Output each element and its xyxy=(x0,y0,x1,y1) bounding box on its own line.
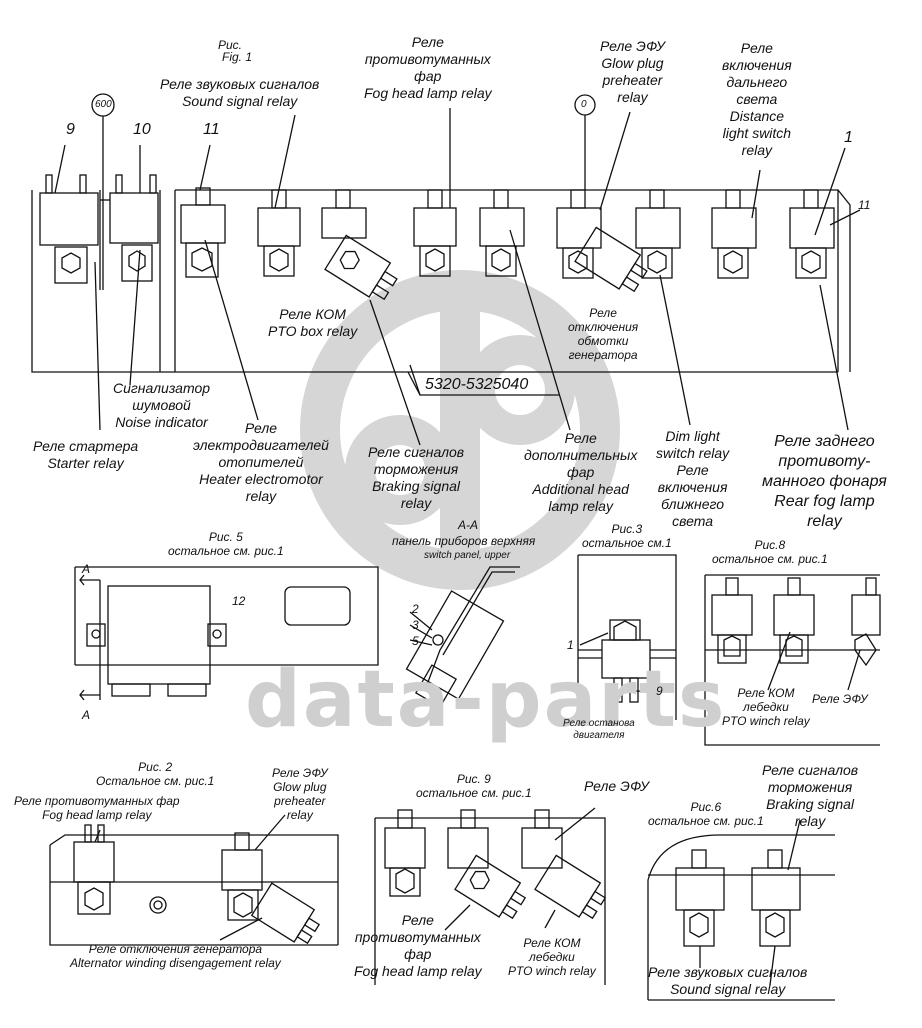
fig5-title: Рис. 5 остальное см. рис.1 xyxy=(168,530,284,558)
num-10: 10 xyxy=(133,121,151,138)
section-aa-title: А-А xyxy=(458,518,479,532)
label-noise-indicator: Сигнализатор шумовой Noise indicator xyxy=(113,380,211,430)
fig6-drawing xyxy=(647,819,835,1001)
relay-10 xyxy=(100,174,159,282)
fig9-pto-winch: Реле КОМ лебедки PTO winch relay xyxy=(508,936,596,978)
fig8-pto-winch: Реле КОМ лебедки PTO winch relay xyxy=(722,686,810,728)
label-generator-winding: Реле отключения обмотки генератора xyxy=(568,306,639,362)
section-aa-drawing xyxy=(405,566,520,708)
watermark-logo xyxy=(300,270,620,590)
section-aa-num-2: 2 xyxy=(412,602,419,616)
fig3-drawing xyxy=(577,554,677,720)
fig9-title: Рис. 9 остальное см. рис.1 xyxy=(416,772,532,800)
label-glow-plug-relay: Реле ЭФУ Glow plug preheater relay xyxy=(600,38,665,105)
num-9: 9 xyxy=(66,121,75,138)
fig3-engine-stop: Реле останова двигателя xyxy=(563,718,635,741)
fig6-braking: Реле сигналов торможения Braking signal … xyxy=(762,762,859,829)
part-number-frame xyxy=(407,364,560,396)
fig2-fog-relay: Реле противотуманных фар Fog head lamp r… xyxy=(14,794,180,822)
fig6-sound: Реле звуковых сигналов Sound signal rela… xyxy=(648,964,808,997)
fig5-section-a: A xyxy=(82,562,91,576)
num-11b: 11 xyxy=(858,198,871,212)
label-additional-head-lamp: Реле дополнительных фар Additional head … xyxy=(524,430,638,514)
fig1-label: Рис. xyxy=(218,38,243,52)
fig3-title: Рис.3 остальное см.1 xyxy=(582,522,672,550)
fig5-num-12: 12 xyxy=(232,594,246,608)
fig8-title: Рис.8 остальное см. рис.1 xyxy=(712,538,828,566)
section-aa-num-5: 5 xyxy=(412,634,419,648)
fig2-title: Рис. 2 Остальное см. рис.1 xyxy=(96,760,215,788)
section-aa-num-3: 3 xyxy=(412,618,419,632)
label-sound-signal-relay: Реле звуковых сигналов Sound signal rela… xyxy=(160,76,320,109)
label-starter-relay: Реле стартера Starter relay xyxy=(33,438,139,471)
label-fog-head-lamp-relay: Реле противотуманных фар Fog head lamp r… xyxy=(364,34,492,101)
fig2-drawing xyxy=(49,814,339,946)
label-rear-fog-relay: Реле заднего противоту- манного фонаря R… xyxy=(762,433,887,530)
fig9-fog-relay: Реле противотуманных фар Fog head lamp r… xyxy=(354,912,482,979)
fig1-label-en: Fig. 1 xyxy=(222,50,253,64)
label-pto-box-relay: Реле КОМ PTO box relay xyxy=(268,306,358,339)
fig1-leader-lines xyxy=(54,108,861,446)
fig1-tilted-relays xyxy=(324,226,648,301)
label-distance-light-relay: Реле включения дальнего света Distance l… xyxy=(722,40,792,158)
num-1: 1 xyxy=(844,129,853,146)
fig1-panel xyxy=(31,189,851,373)
fig3-num-1: 1 xyxy=(567,638,574,652)
callout-600: 600 xyxy=(95,99,112,110)
fig2-alternator: Реле отключения генератора Alternator wi… xyxy=(70,942,281,970)
section-aa-panel-en: switch panel, upper xyxy=(424,550,511,561)
fig9-drawing xyxy=(374,807,607,985)
fig8-drawing xyxy=(704,574,881,746)
watermark-logo-inner xyxy=(375,365,545,495)
label-braking-signal-relay: Реле сигналов торможения Braking signal … xyxy=(368,444,465,511)
fig5-section-a2: A xyxy=(82,708,91,722)
section-aa-panel: панель приборов верхняя xyxy=(392,534,536,548)
label-heater-motor-relay: Реле электродвигателей отопителей Heater… xyxy=(193,420,329,504)
relay-9 xyxy=(39,174,99,284)
fig2-glow-plug: Реле ЭФУ Glow plug preheater relay xyxy=(272,766,328,822)
fig3-num-9: 9 xyxy=(656,684,663,698)
callout-0: 0 xyxy=(581,99,587,110)
num-11: 11 xyxy=(203,121,220,138)
fig9-efu: Реле ЭФУ xyxy=(584,778,649,794)
part-number: 5320-5325040 xyxy=(425,376,529,393)
label-dim-light-relay: Dim light switch relay Реле включения бл… xyxy=(656,428,730,529)
fig6-title: Рис.6 остальное см. рис.1 xyxy=(648,800,764,828)
fig8-efu: Реле ЭФУ xyxy=(812,692,868,706)
fig1-relay-row xyxy=(180,187,835,279)
watermark-text: data-parts xyxy=(245,655,727,745)
fig5-drawing xyxy=(74,566,379,701)
